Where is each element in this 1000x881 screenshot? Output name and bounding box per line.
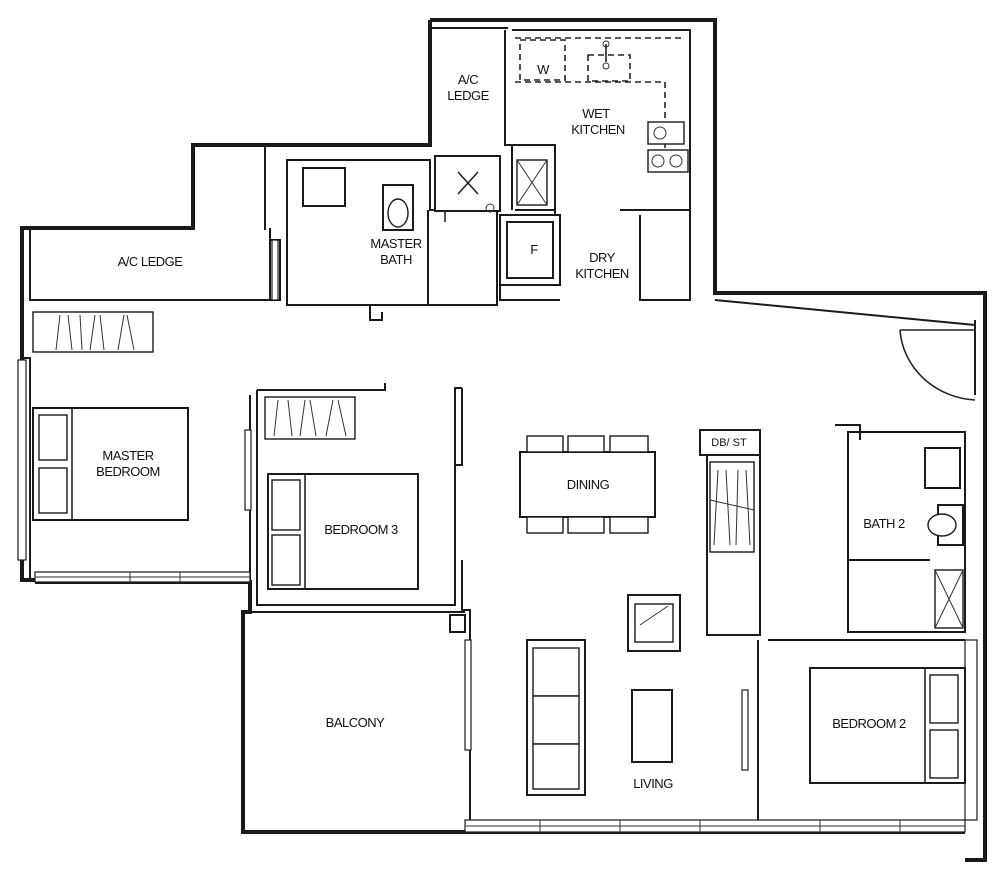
living-label: LIVING: [633, 776, 673, 791]
ac-ledge-top-label-1: A/C: [458, 72, 478, 87]
bedroom-3-label: BEDROOM 3: [324, 522, 398, 537]
washer-label: W: [537, 62, 550, 77]
bath-2-label: BATH 2: [863, 516, 905, 531]
master-bath-label-2: BATH: [380, 252, 412, 267]
master-bedroom-label-1: MASTER: [102, 448, 153, 463]
wardrobes: [32, 311, 755, 553]
dry-kitchen-label-2: KITCHEN: [575, 266, 629, 281]
ac-ledge-left-label: A/C LEDGE: [118, 254, 184, 269]
db-st-label: DB/ ST: [711, 437, 747, 449]
dry-kitchen-label-1: DRY: [589, 250, 616, 265]
entrance-door: [899, 329, 976, 401]
master-bath-label-1: MASTER: [370, 236, 421, 251]
ac-ledge-top-label-2: LEDGE: [447, 88, 489, 103]
fridge-label: F: [530, 242, 538, 257]
bedroom-2-label: BEDROOM 2: [832, 716, 906, 731]
kitchen-fixtures: [506, 37, 689, 279]
master-bedroom-label-2: BEDROOM: [96, 464, 160, 479]
bath2-fixtures: [924, 447, 964, 629]
beds: [32, 407, 966, 784]
wet-kitchen-label-2: KITCHEN: [571, 122, 625, 137]
wet-kitchen-label-1: WET: [582, 106, 610, 121]
windows: [17, 239, 978, 833]
balcony-label: BALCONY: [326, 715, 385, 730]
dining-label: DINING: [567, 477, 610, 492]
master-bath-fixtures: [302, 155, 501, 231]
room-labels: A/C LEDGE WET KITCHEN A/C LEDGE MASTER B…: [96, 62, 906, 791]
living-dining-furniture: [519, 435, 681, 796]
